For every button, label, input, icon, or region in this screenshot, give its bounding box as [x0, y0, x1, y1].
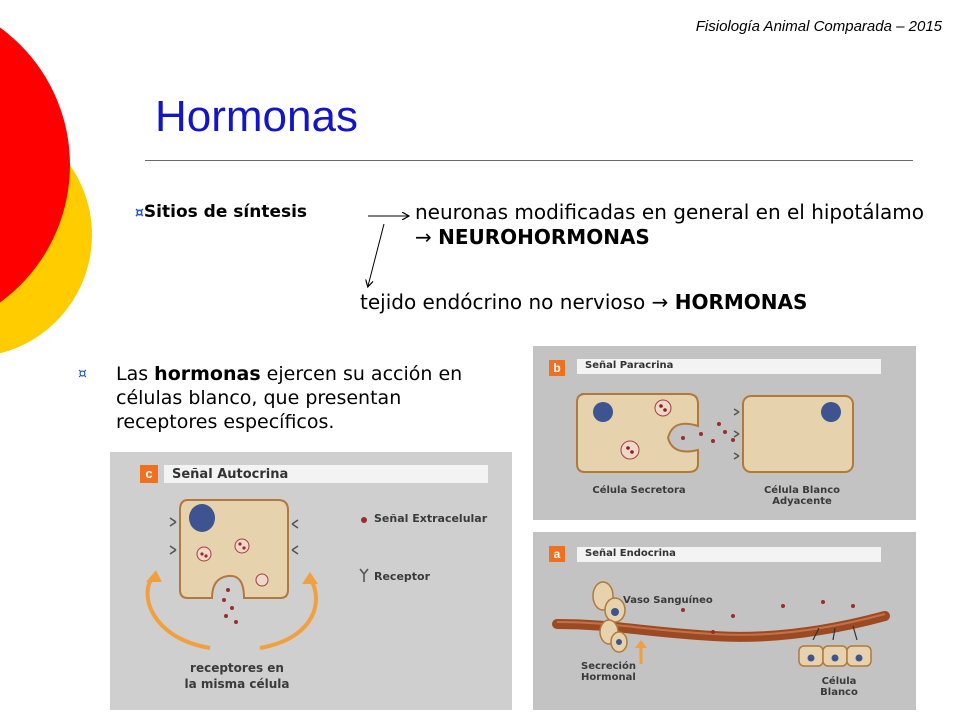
red-circle [0, 27, 70, 303]
legend-signal-label: Señal Extracelular [374, 512, 488, 525]
synthesis-label: ¤Sitios de síntesis [135, 202, 307, 222]
endocrine-tag: a [549, 546, 565, 562]
decorative-circles [0, 27, 92, 354]
vessel-label: Vaso Sanguíneo [623, 595, 713, 606]
neurohormone-line: neuronas modificadas en general en el hi… [415, 200, 935, 250]
secretory-cell [576, 393, 699, 473]
receptor-icon [359, 568, 369, 582]
arrow-to-hormonas [368, 223, 385, 286]
paracrine-illustration [576, 393, 854, 473]
course-header: Fisiología Animal Comparada – 2015 [695, 18, 942, 35]
synthesis-arrows [360, 200, 420, 300]
slide-title: Hormonas [155, 92, 358, 141]
receptors [733, 408, 740, 460]
signal-molecules [200, 542, 246, 624]
vesicle [654, 399, 672, 417]
bullet2-pre: Las [116, 363, 155, 385]
paracrine-tag: b [549, 360, 565, 376]
neurohormonas-term: NEUROHORMONAS [438, 225, 650, 249]
hormonas-term: HORMONAS [674, 290, 808, 314]
target-cell-label: Célula Blanco [820, 676, 858, 698]
paracrine-title-bar [577, 359, 881, 374]
secretory-nucleus [593, 402, 613, 422]
autocrine-figure: c Señal Autocrina Señal Extracelular Rec… [110, 452, 512, 710]
autocrine-bottom-label: receptores en la misma célula [184, 661, 290, 691]
vesicles [196, 538, 269, 587]
bullet-icon: ¤ [135, 205, 144, 221]
hormone-molecules [681, 600, 855, 634]
bullet2-bold: hormonas [154, 363, 261, 385]
bullet2-post: ejercen su acción en células blanco, que… [116, 363, 463, 433]
legend-receptor-label: Receptor [374, 570, 431, 583]
secretory-cell-label: Célula Secretora [592, 485, 686, 496]
neuro-text: neuronas modificadas en general en el hi… [415, 200, 924, 224]
autocrine-title: Señal Autocrina [172, 467, 289, 482]
synthesis-label-text: Sitios de síntesis [143, 202, 308, 222]
autocrine-illustration [145, 499, 369, 650]
right-feedback-arrow [259, 576, 318, 650]
endocrine-figure: a Señal Endocrina Vaso Sanguíneo Secreci… [533, 532, 916, 710]
legend-signal-dot [361, 517, 367, 523]
paracrine-title: Señal Paracrina [585, 360, 674, 371]
target-nucleus [821, 402, 841, 422]
left-feedback-arrow [145, 574, 211, 650]
receptors [169, 517, 299, 555]
hormone-action-bullet: ¤ Las hormonas ejercen su acción en célu… [78, 362, 508, 434]
endocrine-title-bar [577, 547, 881, 562]
autocrine-title-bar [164, 465, 488, 483]
endo-arrow: → [651, 290, 669, 314]
bullet-icon: ¤ [78, 366, 87, 382]
endocrine-title: Señal Endocrina [585, 548, 676, 559]
hormone-line: tejido endócrino no nervioso → HORMONAS [360, 290, 807, 314]
endo-text: tejido endócrino no nervioso [360, 290, 652, 314]
endocrine-illustration [552, 581, 890, 667]
vesicle [620, 440, 640, 460]
neuro-arrow: → [415, 225, 432, 249]
adjacent-target-label: Célula Blanco Adyacente [763, 485, 841, 507]
paracrine-figure: b Señal Paracrina Célula Secretora Célul… [533, 346, 916, 520]
secretion-label: Secreción Hormonal [581, 661, 636, 683]
autocrine-tag: c [140, 465, 158, 483]
title-divider [145, 160, 913, 161]
autocrine-nucleus [189, 504, 215, 532]
signal-molecules [681, 422, 735, 443]
